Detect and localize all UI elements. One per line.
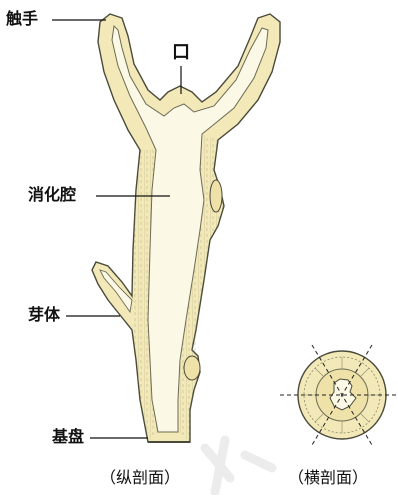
longitudinal-section — [92, 14, 280, 442]
label-gastric-cavity: 消化腔 — [28, 187, 76, 203]
label-basal-disc: 基盘 — [52, 429, 84, 445]
label-mouth: 口 — [172, 44, 190, 62]
caption-transverse: （横剖面） — [288, 470, 368, 486]
caption-longitudinal: （纵剖面） — [100, 470, 180, 486]
transverse-section — [280, 345, 396, 445]
wall-bulge-upper — [210, 180, 222, 212]
label-tentacle: 触手 — [6, 11, 38, 27]
label-bud: 芽体 — [28, 307, 60, 323]
wall-bulge-lower — [184, 356, 200, 380]
watermark-mark — [205, 440, 272, 492]
